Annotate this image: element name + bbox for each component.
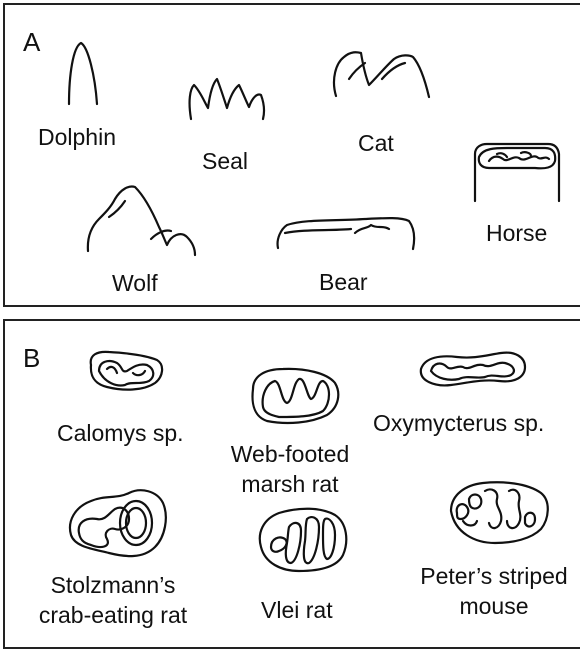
cat-tooth-icon: [334, 52, 429, 97]
vlei-lamina-icon: [304, 517, 319, 563]
label-bear: Bear: [319, 267, 368, 297]
label-dolphin: Dolphin: [38, 122, 116, 152]
horse-tooth-enamel-icon: [497, 152, 531, 157]
label-oxymycterus: Oxymycterus sp.: [373, 408, 544, 438]
panel-a-mammal-teeth: A Dolphin Seal Cat Horse Wolf Bear: [3, 3, 580, 307]
oxymycterus-enamel-icon: [431, 363, 514, 380]
label-seal: Seal: [202, 146, 248, 176]
wolf-tooth-icon: [88, 187, 195, 256]
label-stolzmanns-crab-eating-rat: Stolzmann’s crab-eating rat: [25, 570, 201, 630]
peters-cusp-icon: [463, 521, 477, 526]
label-wolf: Wolf: [112, 268, 158, 298]
label-vlei-rat: Vlei rat: [261, 595, 333, 625]
peters-cusp-icon: [469, 495, 481, 509]
bear-tooth-icon: [278, 218, 415, 249]
web-footed-molar-icon: [253, 369, 339, 423]
label-web-footed-line2: marsh rat: [215, 469, 365, 499]
vlei-lamina-icon: [286, 523, 301, 563]
peters-cusp-icon: [485, 489, 501, 528]
wolf-tooth-inner-icon: [151, 230, 171, 239]
cat-tooth-inner-icon: [382, 63, 405, 79]
label-horse: Horse: [486, 218, 547, 248]
label-cat: Cat: [358, 128, 394, 158]
peters-cusp-icon: [525, 513, 535, 527]
label-web-footed-marsh-rat: Web-footed marsh rat: [215, 439, 365, 499]
label-peters-line1: Peter’s striped: [401, 561, 580, 591]
seal-tooth-icon: [190, 79, 264, 119]
peters-cusp-icon: [507, 490, 520, 528]
web-footed-enamel-icon: [263, 379, 329, 417]
label-calomys: Calomys sp.: [57, 418, 184, 448]
panel-b-rodent-molars: B Calomys sp. Web-footed marsh rat: [3, 319, 580, 649]
dolphin-tooth-icon: [69, 43, 97, 104]
label-peters-line2: mouse: [401, 591, 580, 621]
oxymycterus-molar-icon: [421, 353, 525, 386]
horse-tooth-enamel-icon: [489, 156, 549, 161]
horse-tooth-icon: [475, 144, 559, 201]
vlei-lamina-icon: [271, 537, 287, 551]
vlei-lamina-icon: [323, 519, 335, 559]
label-stolzmann-line1: Stolzmann’s: [25, 570, 201, 600]
panel-a-drawings: [5, 5, 580, 309]
bear-tooth-inner-icon: [285, 225, 389, 233]
calomys-enamel-icon: [99, 361, 153, 385]
label-web-footed-line1: Web-footed: [215, 439, 365, 469]
label-stolzmann-line2: crab-eating rat: [25, 600, 201, 630]
cat-tooth-inner-icon: [349, 63, 365, 79]
label-peters-striped-mouse: Peter’s striped mouse: [401, 561, 580, 621]
peters-cusp-icon: [457, 504, 469, 519]
